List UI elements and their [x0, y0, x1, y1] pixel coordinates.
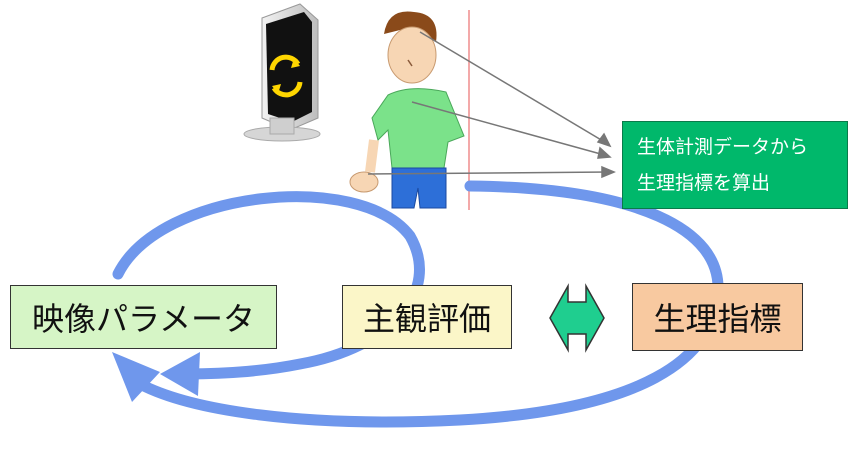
subjective-evaluation-label: 主観評価: [362, 300, 491, 338]
double-arrow-icon: [549, 283, 605, 353]
outer-loop-arrowhead: [112, 352, 160, 402]
inner-loop-arrowhead: [160, 352, 200, 396]
physiological-index-label: 生理指標: [653, 300, 782, 338]
physiological-index-box: 生理指標: [632, 283, 803, 351]
outer-loop-arrow: [134, 180, 724, 428]
biometric-line1: 生体計測データから: [637, 136, 809, 158]
subjective-evaluation-box: 主観評価: [342, 285, 512, 349]
measurement-lines: [367, 31, 616, 179]
refresh-icon: [269, 54, 303, 98]
video-parameters-box: 映像パラメータ: [10, 285, 277, 349]
inner-loop-arrow: [112, 191, 425, 380]
biometric-calculation-box: 生体計測データから 生理指標を算出: [622, 121, 848, 209]
biometric-line2: 生理指標を算出: [637, 172, 771, 194]
video-parameters-label: 映像パラメータ: [31, 300, 256, 338]
monitor-icon: [243, 3, 321, 142]
person-icon: [349, 10, 470, 210]
